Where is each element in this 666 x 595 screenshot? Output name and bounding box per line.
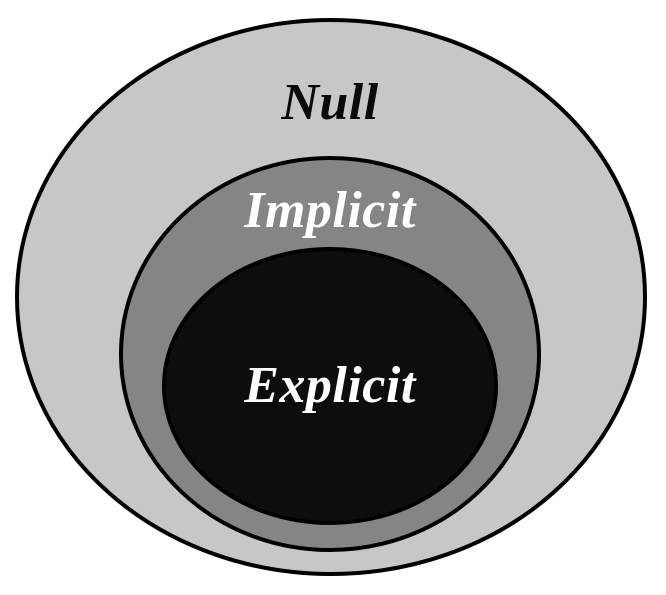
explicit-set-label: Explicit xyxy=(243,357,417,414)
explicit-set-ellipse xyxy=(162,247,498,525)
implicit-set-label: Implicit xyxy=(243,182,417,239)
null-set-label: Null xyxy=(280,74,378,131)
